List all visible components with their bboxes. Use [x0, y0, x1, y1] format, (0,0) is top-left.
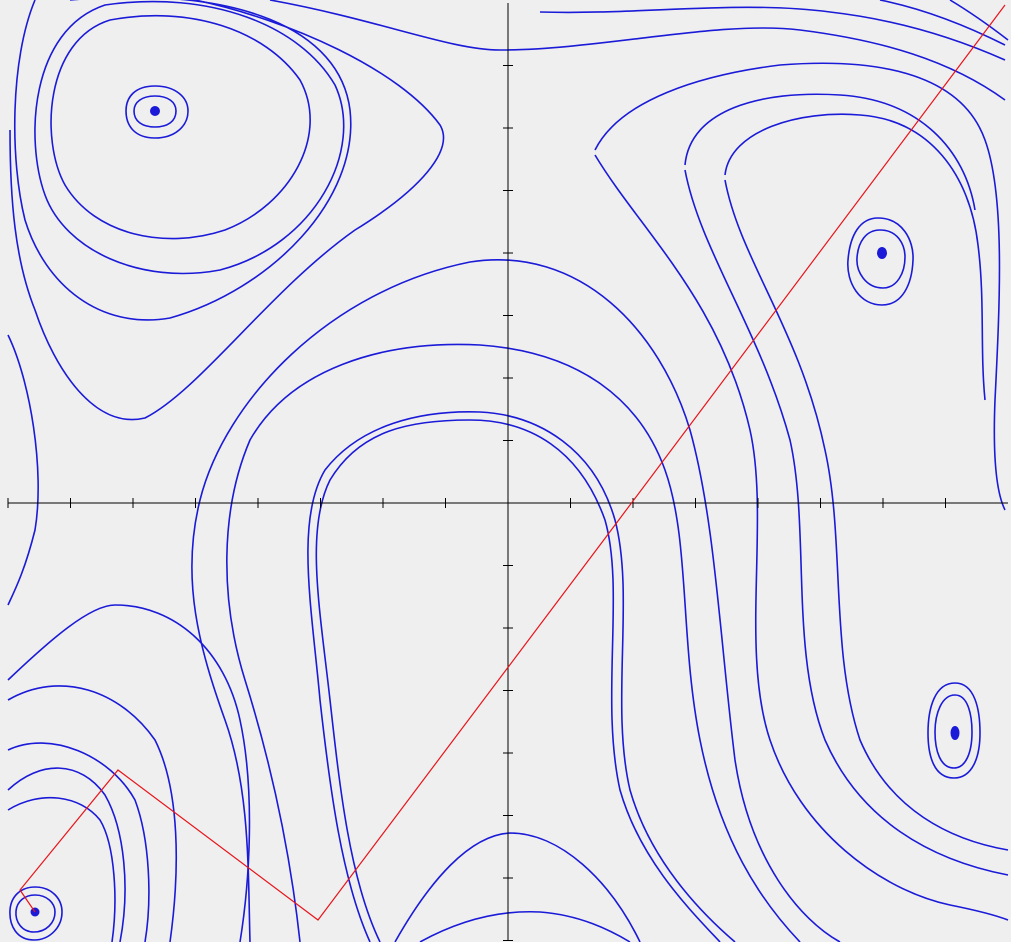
- contour-tl-5: [13, 0, 352, 321]
- contour-tr-5: [724, 113, 986, 401]
- contour-top-4: [949, 0, 1009, 41]
- contour-bl-2: [9, 886, 63, 941]
- contour-c-3: [226, 343, 801, 942]
- contour-bl-6: [7, 604, 251, 942]
- minima-markers: [30, 106, 960, 917]
- contour-bl-4: [7, 742, 150, 942]
- contour-bottom-2: [419, 910, 631, 942]
- contour-bl-5: [7, 796, 116, 942]
- minimum-marker-bottom-right: [950, 726, 960, 740]
- descent-path: [19, 4, 1006, 921]
- contour-bl-1: [15, 894, 56, 933]
- minimum-marker-top-left: [150, 106, 160, 116]
- minimum-marker-top-right: [877, 247, 887, 259]
- contour-left-1: [7, 334, 39, 606]
- contour-lines: [7, 0, 1009, 942]
- contour-tr-2: [847, 217, 914, 306]
- contour-tl-1: [133, 95, 177, 128]
- contour-bl-3: [7, 767, 126, 942]
- contour-tr-8: [724, 179, 1009, 851]
- contour-bottom-1: [394, 832, 641, 942]
- contour-top-3: [879, 0, 1006, 46]
- axis-ticks: [7, 65, 946, 941]
- contour-top-1: [269, 0, 1006, 101]
- axes: [7, 3, 1008, 941]
- contour-tl-2: [125, 85, 189, 139]
- contour-br-1: [934, 694, 973, 769]
- contour-c-4: [191, 259, 841, 942]
- contour-c-1: [315, 419, 721, 942]
- contour-top-2: [539, 6, 1006, 61]
- contour-bl-7: [7, 685, 178, 942]
- contour-tl-6: [9, 0, 445, 421]
- contour-br-2: [927, 682, 981, 779]
- contour-tr-6: [684, 93, 976, 211]
- contour-tl-4: [34, 0, 345, 275]
- contour-tr-1: [856, 229, 906, 289]
- contour-tr-4: [594, 154, 1009, 921]
- contour-c-2: [307, 411, 736, 942]
- contour-tl-3: [50, 14, 311, 240]
- contour-tr-3: [594, 62, 1006, 511]
- contour-tr-7: [684, 169, 1009, 876]
